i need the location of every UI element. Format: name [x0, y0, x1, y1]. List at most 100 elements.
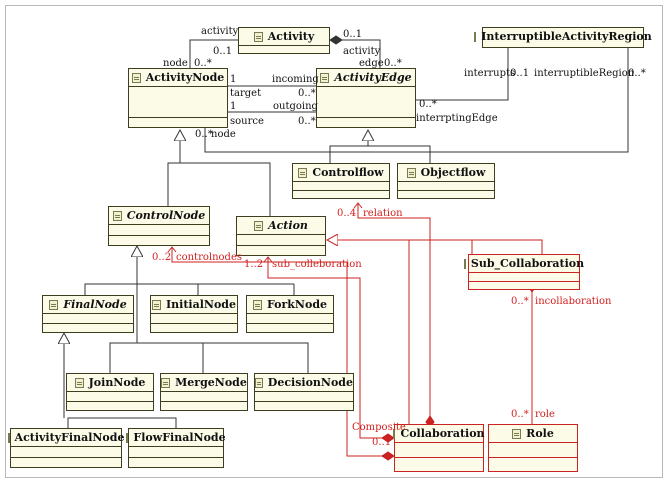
class-final-node[interactable]: FinalNode [42, 295, 134, 333]
role-label-target: target [230, 88, 262, 99]
class-icon [320, 72, 330, 83]
class-icon [463, 258, 466, 269]
diagram-frame [5, 5, 663, 478]
multiplicity-label: 0..2 [152, 252, 172, 263]
class-name: JoinNode [88, 376, 146, 389]
role-label-node: node [163, 58, 188, 69]
multiplicity-label: 0..4 [337, 208, 357, 219]
class-icon [74, 377, 84, 388]
generalization-control-nodes [84, 246, 309, 373]
role-label-node: node [211, 129, 236, 140]
class-icon [131, 72, 141, 83]
generalization-nodes [167, 130, 271, 216]
class-name: ActivityEdge [334, 71, 412, 84]
class-icon [393, 428, 396, 439]
association-region-edge [416, 48, 509, 101]
class-name: ActivityNode [145, 71, 225, 84]
class-control-node[interactable]: ControlNode [108, 206, 210, 246]
class-name: ActivityFinalNode [14, 431, 125, 444]
class-icon [161, 377, 171, 388]
role-label-incoming: incoming [272, 74, 319, 85]
class-sub-collaboration[interactable]: Sub_Collaboration [463, 254, 584, 290]
multiplicity-label: 1..2 [244, 259, 264, 270]
class-icon [252, 299, 262, 310]
association-activity-edge [329, 35, 381, 68]
class-icon [512, 428, 522, 439]
class-objectflow[interactable]: Objectflow [397, 163, 495, 199]
association-region-node [204, 48, 629, 153]
class-merge-node[interactable]: MergeNode [160, 373, 248, 411]
class-activity-node[interactable]: ActivityNode [128, 68, 228, 128]
class-icon [255, 377, 263, 388]
role-label-controlnodes: controlnodes [176, 252, 242, 263]
class-collaboration[interactable]: Collaboration [393, 424, 485, 472]
multiplicity-label: 0..1 [343, 29, 363, 40]
role-label-composite: Composite [352, 422, 406, 433]
class-name: InitialNode [166, 298, 236, 311]
multiplicity-label: 0..* [628, 68, 646, 79]
class-role[interactable]: Role [488, 424, 578, 472]
multiplicity-label: 0..1 [213, 46, 233, 57]
role-label-relation: relation [363, 208, 403, 219]
red-association-relation [353, 202, 435, 429]
class-icon [298, 167, 308, 178]
multiplicity-label: 0..* [419, 99, 437, 110]
class-join-node[interactable]: JoinNode [66, 373, 154, 411]
multiplicity-label: 0..* [298, 116, 316, 127]
class-initial-node[interactable]: InitialNode [150, 295, 238, 333]
class-icon [253, 31, 263, 42]
role-label-outgoing: outgoing [273, 101, 318, 112]
role-label-activity: activity [343, 46, 381, 57]
red-association-controlnodes [167, 246, 395, 461]
multiplicity-label: 0..* [511, 409, 529, 420]
class-icon [254, 220, 264, 231]
class-decision-node[interactable]: DecisionNode [254, 373, 354, 411]
class-flow-final-node[interactable]: FlowFinalNode [126, 428, 226, 468]
red-association-subcollab [263, 256, 395, 443]
role-label-role: role [535, 409, 555, 420]
class-name: Objectflow [420, 166, 486, 179]
class-name: FinalNode [63, 298, 127, 311]
class-name: Activity [267, 30, 315, 43]
role-label-activity: activity [201, 26, 239, 37]
role-label-interrupting-edge: interrptingEdge [416, 113, 498, 124]
multiplicity-label: 0..* [384, 58, 402, 69]
generalization-final-nodes [64, 333, 177, 428]
multiplicity-label: 0..1 [510, 68, 530, 79]
role-label-interruptible-region: interruptibleRegion [534, 68, 635, 79]
class-name: DecisionNode [267, 376, 353, 389]
class-activity-edge[interactable]: ActivityEdge [316, 68, 416, 128]
red-generalization-subcollab [327, 240, 543, 428]
multiplicity-label: 0..1 [372, 437, 392, 448]
multiplicity-label: 0..* [194, 58, 212, 69]
class-icon [474, 31, 477, 42]
role-label-source: source [230, 116, 264, 127]
class-name: Action [268, 219, 308, 232]
multiplicity-label: 0..* [511, 296, 529, 307]
role-label-edge: edge [359, 58, 384, 69]
class-name: Role [526, 427, 554, 440]
class-icon [152, 299, 161, 310]
class-icon [406, 167, 416, 178]
class-interruptible-region[interactable]: InterruptibleActivityRegion [474, 27, 652, 48]
class-name: Controlflow [312, 166, 384, 179]
class-name: InterruptibleActivityRegion [481, 30, 652, 43]
class-name: FlowFinalNode [133, 431, 226, 444]
class-activity[interactable]: Activity [238, 27, 330, 54]
class-activity-final-node[interactable]: ActivityFinalNode [7, 428, 125, 468]
role-label-incollaboration: incollaboration [535, 296, 612, 307]
multiplicity-label: 0..* [195, 129, 213, 140]
class-fork-node[interactable]: ForkNode [246, 295, 334, 333]
multiplicity-label: 1 [230, 74, 237, 85]
class-name: Sub_Collaboration [470, 257, 585, 270]
role-label-interrupts: interrupts [464, 68, 516, 79]
class-icon [7, 432, 10, 443]
class-name: Collaboration [400, 427, 485, 440]
class-action[interactable]: Action [236, 216, 326, 256]
class-controlflow[interactable]: Controlflow [292, 163, 390, 199]
class-icon [112, 210, 122, 221]
class-icon [49, 299, 59, 310]
class-name: ForkNode [266, 298, 328, 311]
generalization-flows [329, 130, 431, 163]
